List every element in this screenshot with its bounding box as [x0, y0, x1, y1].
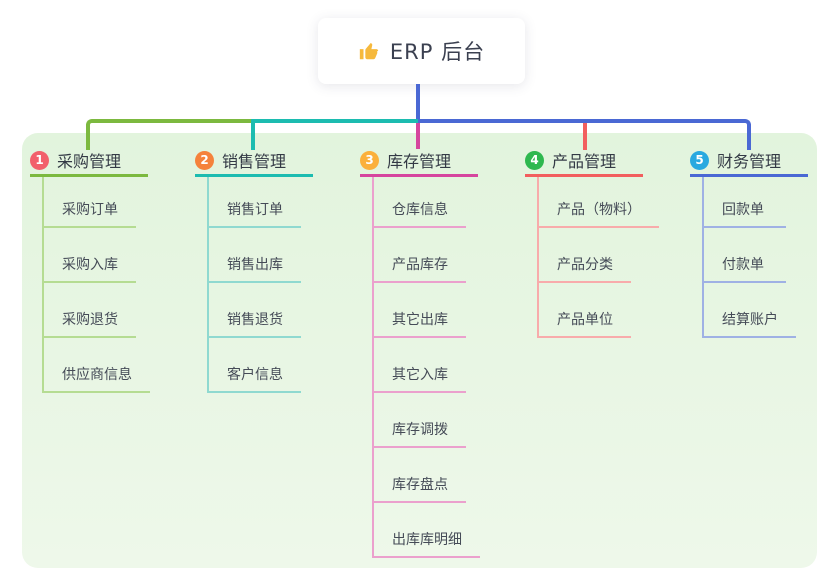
mindmap-item[interactable]: 回款单	[704, 177, 786, 228]
mindmap-item[interactable]: 采购订单	[44, 177, 136, 228]
connector-branch3-drop	[416, 123, 420, 149]
branch-header-4[interactable]: 4 产品管理	[525, 146, 643, 177]
mindmap-item[interactable]: 采购入库	[44, 228, 136, 283]
connector-branch2-tee	[251, 119, 418, 150]
mindmap-item[interactable]: 销售退货	[209, 283, 301, 338]
mindmap-item[interactable]: 产品库存	[374, 228, 466, 283]
branch-header-3[interactable]: 3 库存管理	[360, 146, 478, 177]
branch-1: 1 采购管理采购订单采购入库采购退货供应商信息	[30, 146, 150, 393]
mindmap-item[interactable]: 出库库明细	[374, 503, 480, 558]
mindmap-item[interactable]: 库存盘点	[374, 448, 466, 503]
connector-root-drop	[416, 84, 420, 123]
branch-title-2: 销售管理	[222, 152, 287, 171]
branch-header-5[interactable]: 5 财务管理	[690, 146, 808, 177]
branch-3: 3 库存管理仓库信息产品库存其它出库其它入库库存调拨库存盘点出库库明细	[360, 146, 480, 558]
branch-badge-1: 1	[30, 150, 49, 170]
branch-badge-5: 5	[690, 150, 709, 170]
branch-title-3: 库存管理	[387, 152, 452, 171]
branch-4: 4 产品管理产品（物料）产品分类产品单位	[525, 146, 659, 338]
branch-badge-4: 4	[525, 150, 544, 170]
connector-branch4-drop	[583, 123, 587, 150]
branch-badge-3: 3	[360, 150, 379, 170]
branch-badge-2: 2	[195, 150, 214, 170]
mindmap-item[interactable]: 其它入库	[374, 338, 466, 393]
branches-panel	[22, 133, 817, 568]
branch-title-4: 产品管理	[552, 152, 617, 171]
branch-title-5: 财务管理	[717, 152, 782, 171]
mindmap-item[interactable]: 产品单位	[539, 283, 631, 338]
branch-items-4: 产品（物料）产品分类产品单位	[537, 177, 659, 338]
mindmap-item[interactable]: 付款单	[704, 228, 786, 283]
root-node-erp[interactable]: ERP 后台	[318, 18, 525, 84]
mindmap-item[interactable]: 销售出库	[209, 228, 301, 283]
mindmap-item[interactable]: 产品（物料）	[539, 177, 659, 228]
branch-items-3: 仓库信息产品库存其它出库其它入库库存调拨库存盘点出库库明细	[372, 177, 480, 558]
mindmap-item[interactable]: 客户信息	[209, 338, 301, 393]
root-node-title: ERP 后台	[389, 40, 486, 64]
mindmap-item[interactable]: 其它出库	[374, 283, 466, 338]
branch-items-2: 销售订单销售出库销售退货客户信息	[207, 177, 313, 393]
thumbs-up-icon	[359, 42, 379, 60]
mindmap-item[interactable]: 采购退货	[44, 283, 136, 338]
branch-header-2[interactable]: 2 销售管理	[195, 146, 313, 177]
branch-title-1: 采购管理	[57, 152, 122, 171]
branch-items-1: 采购订单采购入库采购退货供应商信息	[42, 177, 150, 393]
mindmap-item[interactable]: 结算账户	[704, 283, 796, 338]
branch-items-5: 回款单付款单结算账户	[702, 177, 808, 338]
mindmap-item[interactable]: 销售订单	[209, 177, 301, 228]
branch-5: 5 财务管理回款单付款单结算账户	[690, 146, 808, 338]
connector-branch1-elbow	[86, 119, 254, 150]
branch-header-1[interactable]: 1 采购管理	[30, 146, 148, 177]
mindmap-item[interactable]: 仓库信息	[374, 177, 466, 228]
connector-branch5-elbow	[418, 119, 751, 150]
mindmap-item[interactable]: 库存调拨	[374, 393, 466, 448]
mindmap-item[interactable]: 产品分类	[539, 228, 631, 283]
mindmap-item[interactable]: 供应商信息	[44, 338, 150, 393]
branch-2: 2 销售管理销售订单销售出库销售退货客户信息	[195, 146, 313, 393]
